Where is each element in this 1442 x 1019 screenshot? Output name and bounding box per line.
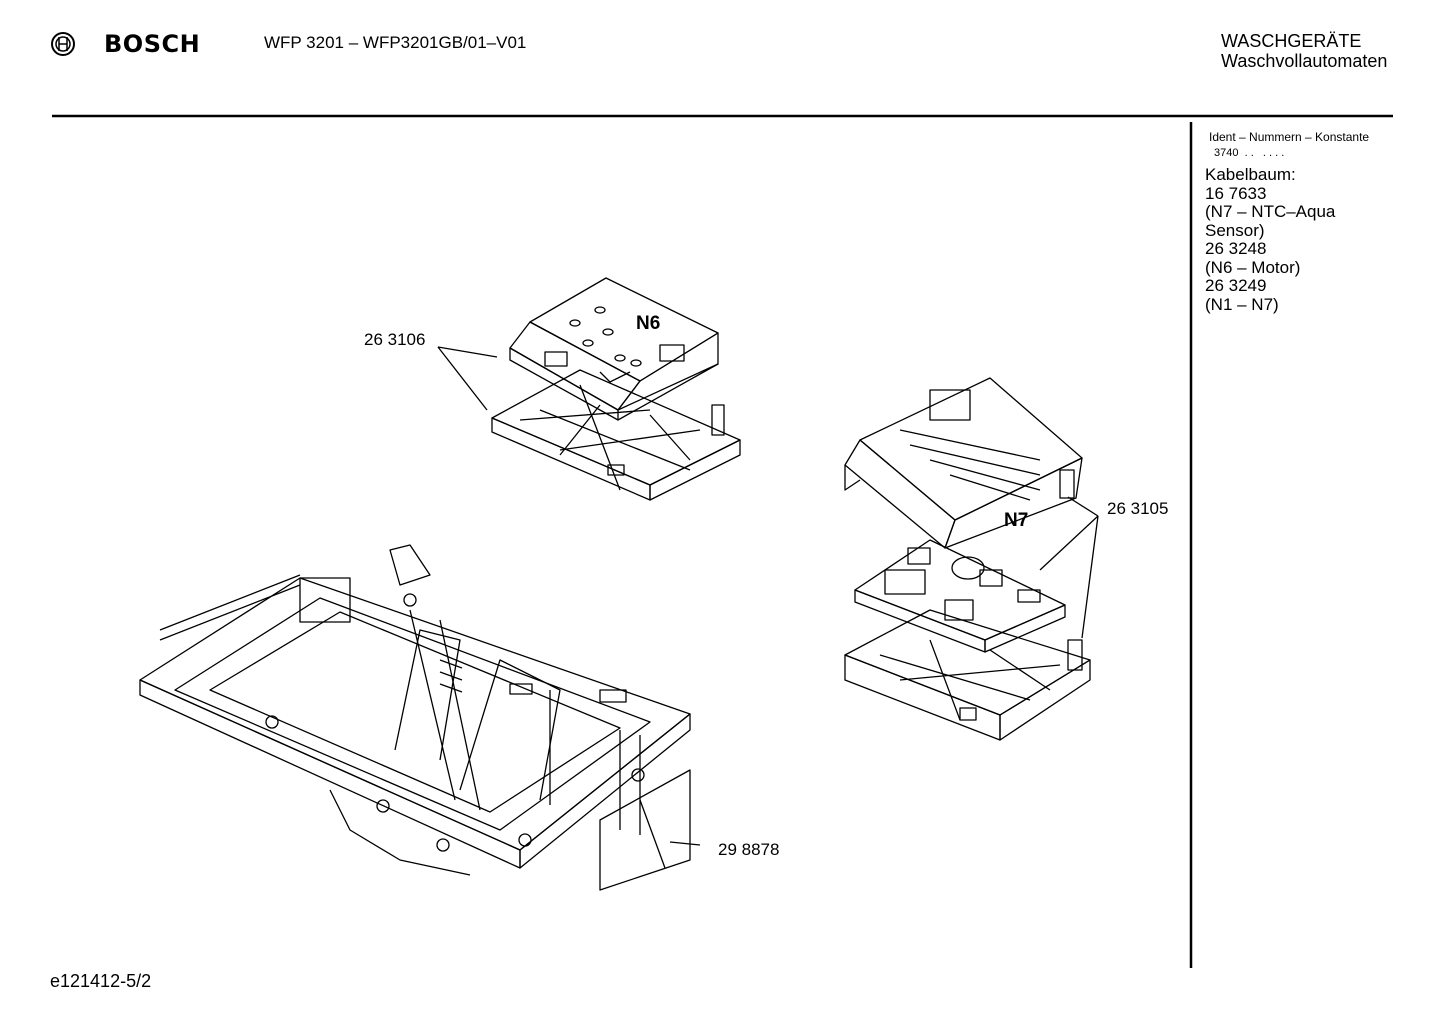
harness-line: Kabelbaum: — [1205, 165, 1296, 184]
harness-line: 26 3249 — [1205, 276, 1267, 295]
module-mark-n7: N7 — [1004, 510, 1029, 531]
part-label-n7-assembly: 26 3105 — [1107, 499, 1169, 518]
brand-name: BOSCH — [104, 30, 201, 58]
leader-lines — [437, 346, 1099, 846]
harness-line: (N6 – Motor) — [1205, 257, 1301, 277]
n7-module-part — [844, 377, 1091, 741]
ident-heading: Ident – Nummern – Konstante — [1209, 130, 1370, 144]
module-mark-n6: N6 — [636, 313, 661, 334]
harness-line: (N7 – NTC–Aqua — [1205, 202, 1336, 221]
category-line-2: Waschvollautomaten — [1221, 51, 1388, 71]
part-label-n6-assembly: 26 3106 — [364, 330, 426, 349]
category-line-1: WASCHGERÄTE — [1221, 31, 1362, 51]
part-label-frame: 29 8878 — [718, 840, 780, 859]
bosch-logo-icon — [51, 32, 75, 56]
drawing-code: e121412-5/2 — [50, 971, 152, 991]
model-title: WFP 3201 – WFP3201GB/01–V01 — [264, 33, 527, 52]
harness-line: (N1 – N7) — [1205, 294, 1279, 314]
harness-list: Kabelbaum: 16 7633 (N7 – NTC–Aqua Sensor… — [1205, 165, 1336, 314]
ident-value: 3740 . . . . . . — [1214, 147, 1285, 159]
harness-line: 16 7633 — [1205, 183, 1267, 203]
harness-line: Sensor) — [1205, 220, 1265, 240]
harness-line: 26 3248 — [1205, 239, 1267, 258]
main-frame-part — [139, 544, 691, 891]
n6-module-part — [491, 277, 741, 501]
